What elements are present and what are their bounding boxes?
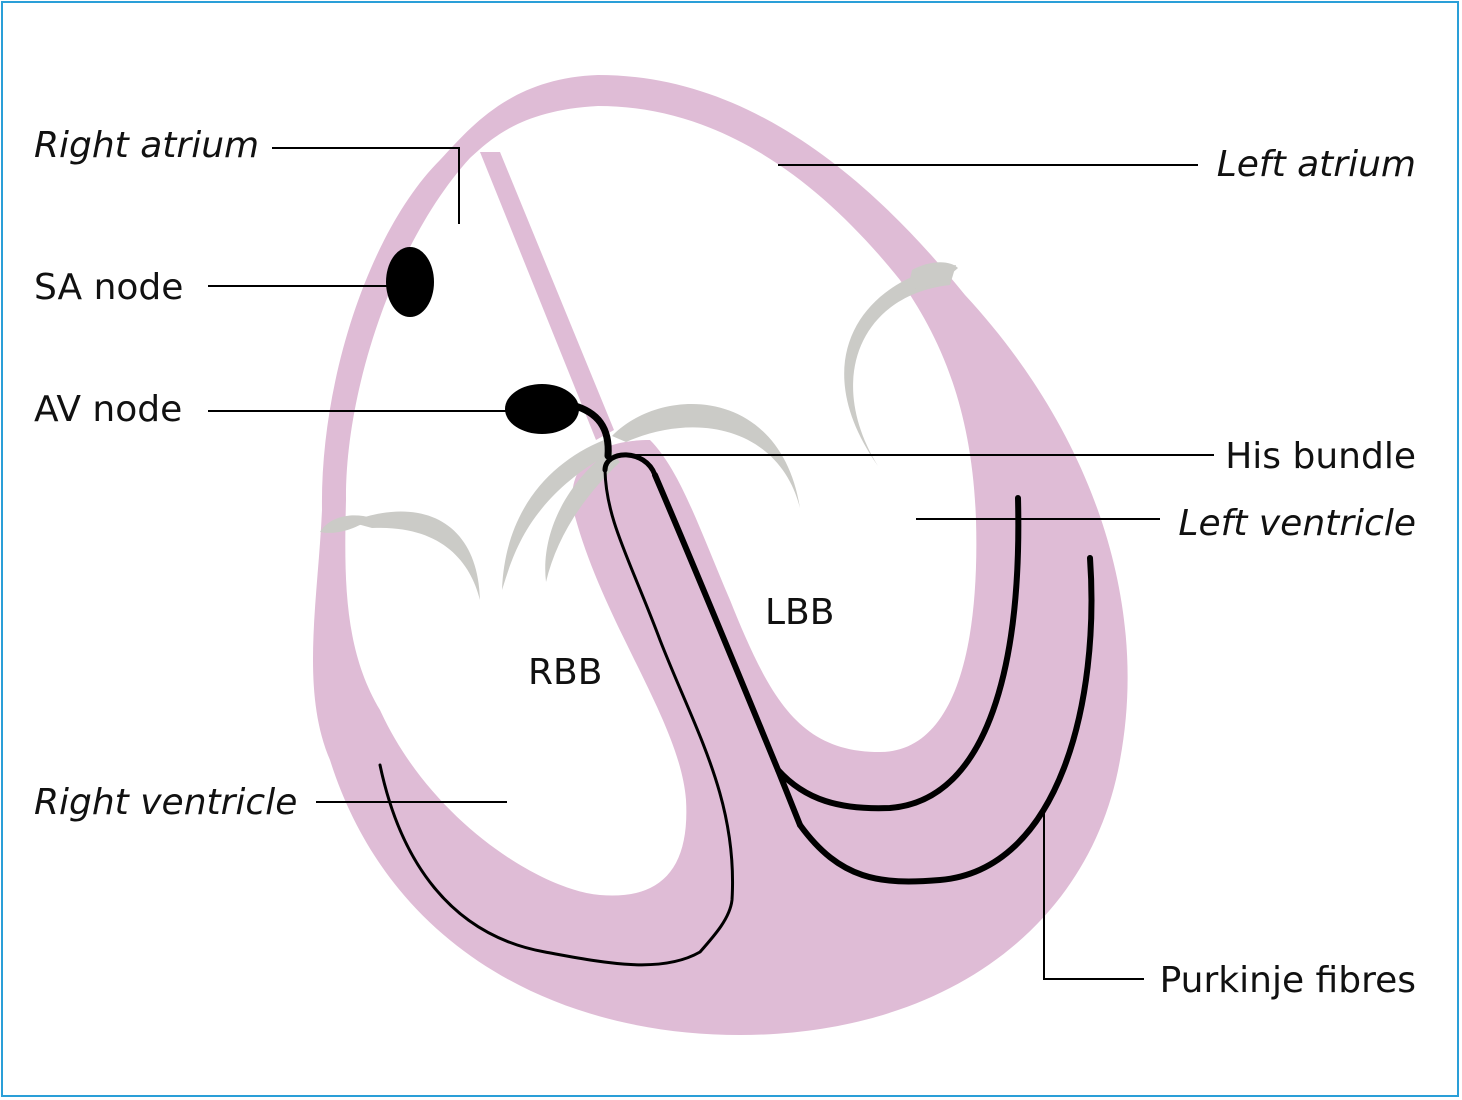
label-his-bundle: His bundle bbox=[1225, 436, 1416, 477]
av-his-connector bbox=[568, 401, 612, 460]
label-lbb: LBB bbox=[765, 592, 834, 633]
interatrial-septum bbox=[480, 152, 614, 440]
mitral-leaflet-posterior bbox=[844, 265, 956, 466]
conduction-system bbox=[378, 247, 1095, 967]
purkinje-fibres-leader bbox=[1043, 812, 1144, 980]
leader-lines bbox=[208, 147, 1214, 980]
label-sa-node: SA node bbox=[34, 267, 183, 308]
heart-wall bbox=[312, 75, 1128, 1035]
tricuspid-leaflet-septal bbox=[502, 440, 612, 590]
label-left-atrium: Left atrium bbox=[1217, 144, 1416, 185]
label-rbb: RBB bbox=[528, 652, 602, 693]
left-bundle-branch bbox=[652, 472, 803, 828]
label-av-node: AV node bbox=[34, 389, 182, 430]
av-node bbox=[505, 384, 579, 434]
label-purkinje-fibres: Purkinje fibres bbox=[1160, 960, 1416, 1001]
sa-node bbox=[386, 247, 434, 317]
his-bundle bbox=[602, 452, 658, 478]
label-left-ventricle: Left ventricle bbox=[1178, 503, 1416, 544]
right-atrium-leader bbox=[272, 147, 460, 224]
mitral-annulus bbox=[908, 262, 958, 289]
right-bundle-branch bbox=[378, 468, 735, 967]
label-right-ventricle: Right ventricle bbox=[34, 782, 297, 823]
label-right-atrium: Right atrium bbox=[34, 125, 259, 166]
purkinje-fibre-inner bbox=[775, 495, 1022, 812]
purkinje-fibre-outer bbox=[797, 555, 1095, 885]
mitral-leaflet-anterior bbox=[612, 404, 800, 508]
valve-leaflets bbox=[320, 262, 958, 600]
tricuspid-leaflet-lateral bbox=[350, 511, 480, 600]
tricuspid-leaflet-septal-inner bbox=[545, 450, 620, 582]
myocardium bbox=[312, 75, 1128, 1035]
labels: Right atrium Left atrium SA node AV node… bbox=[34, 125, 1416, 1001]
